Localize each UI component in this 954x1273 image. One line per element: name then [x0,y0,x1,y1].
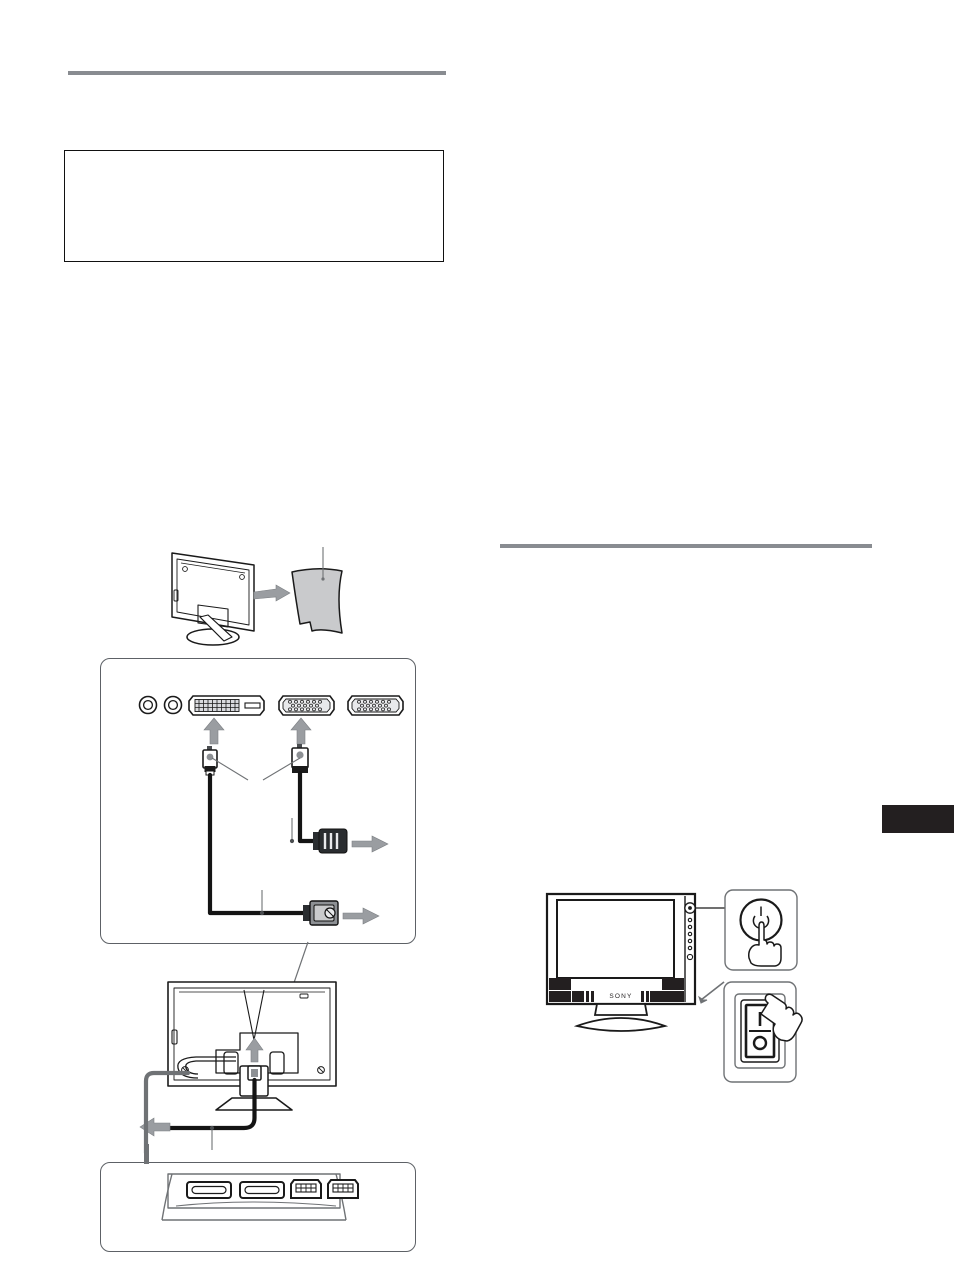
insert-arrow-hd15-icon [290,717,312,745]
cable-insert-arrow-icon [245,1037,264,1063]
computer-port-dvi-1 [290,1179,322,1199]
computer-port-dsub-2 [239,1181,285,1199]
switch-mark-off-icon [752,1035,768,1051]
rear-cover-sheet [291,568,343,634]
power-button-callout [695,889,798,971]
computer-port-dsub-1 [186,1181,232,1199]
note-box [64,150,444,262]
monitor-front: SONY [545,892,697,1032]
cable-out-arrow-lower-icon [342,907,380,925]
audio-jack-1 [138,695,158,715]
insert-arrow-dvi-icon [203,717,225,745]
rear-cover-removal-figure [150,545,360,650]
dvi-d-connector [188,695,265,716]
hd15-connector-1 [278,695,335,716]
audio-jack-2 [163,695,183,715]
computer-rear-panel-box [100,1162,416,1252]
pointing-hand-icon [748,921,782,967]
main-power-switch-callout [698,981,803,1083]
cable-routing-figure [139,978,370,1156]
cable-leader-lines [211,757,301,781]
connector-panel-figure [100,658,416,944]
chapter-thumb-tab [882,805,954,833]
computer-rear-panel-figure [100,1144,416,1252]
monitor-brand-label: SONY [609,993,632,1000]
right-section-rule [500,544,872,548]
pointing-hand-switch-icon [760,993,803,1042]
monitor-control-buttons [686,917,694,961]
computer-port-dvi-2 [327,1179,359,1199]
dvi-cable-plug [202,746,218,776]
power-on-figure: SONY [535,889,825,1085]
left-section-rule [68,71,446,75]
cable-out-arrow-upper-icon [351,835,389,853]
cable-end-upper [313,828,348,854]
signal-cable-gray [143,1070,191,1156]
detach-arrow-icon [253,584,291,602]
cable-end-lower [303,900,339,926]
hd15-connector-2 [347,695,404,716]
